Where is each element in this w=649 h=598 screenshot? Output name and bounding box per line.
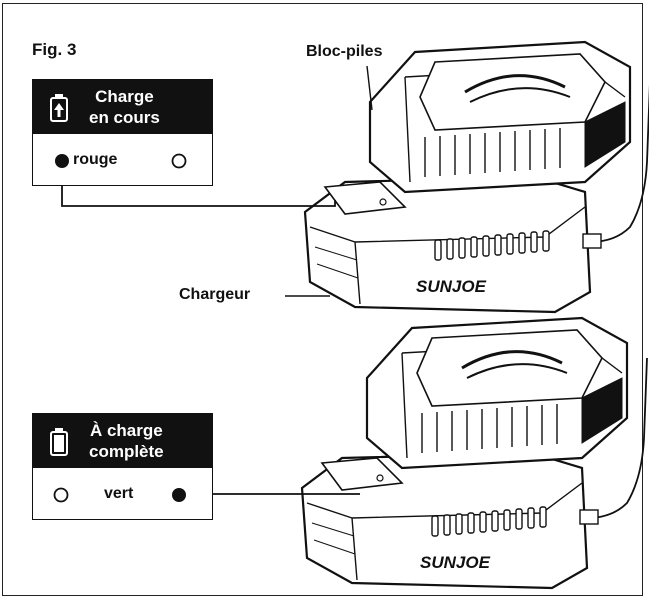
- battery-pack-label: Bloc-piles: [306, 43, 383, 60]
- figure-label: Fig. 3: [32, 40, 77, 59]
- battery-charging-icon: [50, 94, 68, 122]
- charged-status-panel: À charge complète vert: [32, 413, 213, 520]
- charging-status-header: Charge en cours: [33, 80, 212, 134]
- battery-full-icon: [50, 428, 68, 456]
- red-led-off-icon: [53, 487, 69, 503]
- brand-text-bottom: SUNJOE: [420, 553, 491, 572]
- battery-leader-line: [366, 65, 373, 111]
- charged-status-title-line2: complète: [89, 442, 164, 461]
- charging-status-title: Charge en cours: [89, 86, 160, 128]
- charger-label: Chargeur: [179, 286, 251, 303]
- charged-status-title: À charge complète: [89, 420, 164, 462]
- charging-indicator-row: rouge: [33, 150, 212, 174]
- charging-indicator-text: rouge: [73, 151, 118, 168]
- charged-indicator-row: vert: [33, 484, 212, 508]
- charged-status-title-line1: À charge: [89, 421, 163, 440]
- green-led-off-icon: [171, 153, 187, 169]
- charging-status-title-line2: en cours: [89, 108, 160, 127]
- brand-text-top: SUNJOE: [416, 277, 487, 296]
- figure-frame: [2, 3, 643, 596]
- charging-status-title-line1: Charge: [95, 87, 154, 106]
- charged-status-header: À charge complète: [33, 414, 212, 468]
- red-led-on-icon: [55, 154, 69, 168]
- charging-status-panel: Charge en cours rouge: [32, 79, 213, 186]
- charged-indicator-text: vert: [104, 485, 134, 502]
- green-led-on-icon: [172, 488, 186, 502]
